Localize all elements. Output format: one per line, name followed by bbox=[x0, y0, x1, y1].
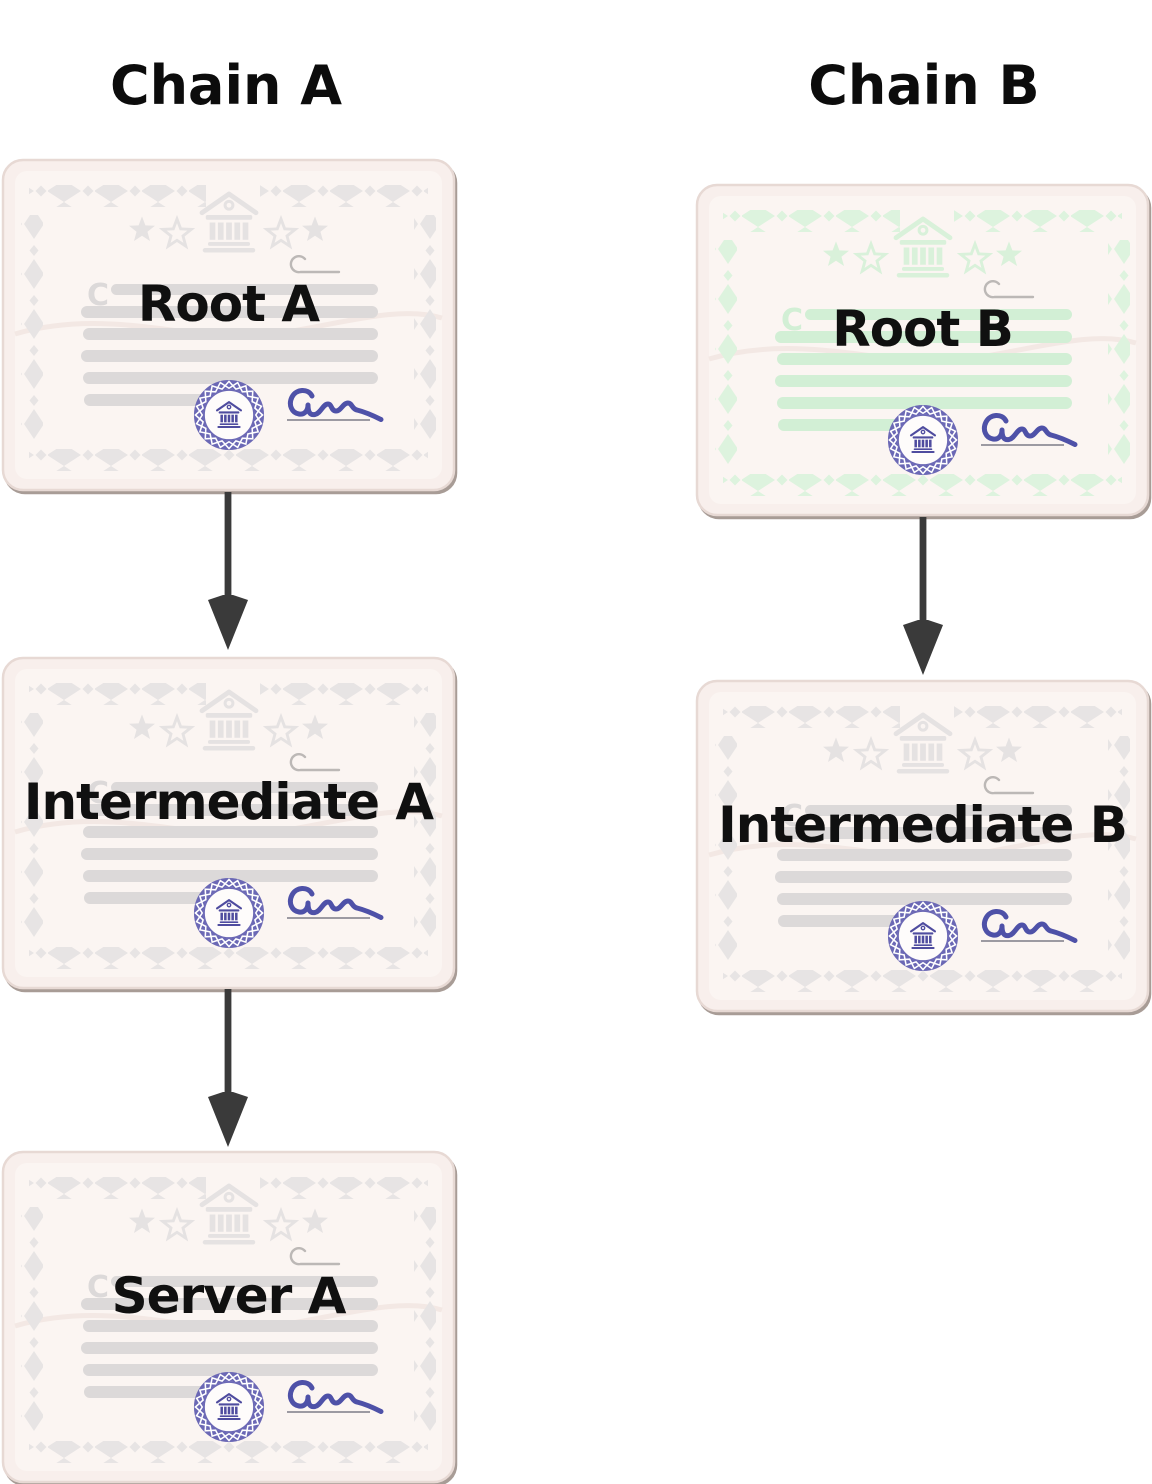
certificate-label: Server A bbox=[111, 1267, 347, 1325]
arrow-root-a-to-intermediate-a bbox=[206, 492, 250, 652]
certificate-label: Intermediate A bbox=[23, 773, 434, 831]
certificate-label: Root A bbox=[137, 275, 320, 333]
chain-a-heading: Chain A bbox=[109, 54, 343, 117]
certificate-card-intermediate-b: Intermediate B bbox=[695, 679, 1150, 1013]
arrow-root-b-to-intermediate-b bbox=[901, 517, 945, 677]
certificate-label: Intermediate B bbox=[718, 796, 1128, 854]
certificate-card-root-b: Root B bbox=[695, 183, 1150, 517]
arrow-intermediate-a-to-server-a bbox=[206, 989, 250, 1149]
certificate-card-server-a: Server A bbox=[1, 1150, 456, 1484]
certificate-label: Root B bbox=[832, 300, 1014, 358]
arrow-down-icon bbox=[903, 517, 943, 675]
arrow-down-icon bbox=[208, 492, 248, 650]
certificate-card-root-a: Root A bbox=[1, 158, 456, 492]
arrow-down-icon bbox=[208, 989, 248, 1147]
chain-b-heading: Chain B bbox=[808, 54, 1040, 117]
certificate-card-intermediate-a: Intermediate A bbox=[1, 656, 456, 990]
